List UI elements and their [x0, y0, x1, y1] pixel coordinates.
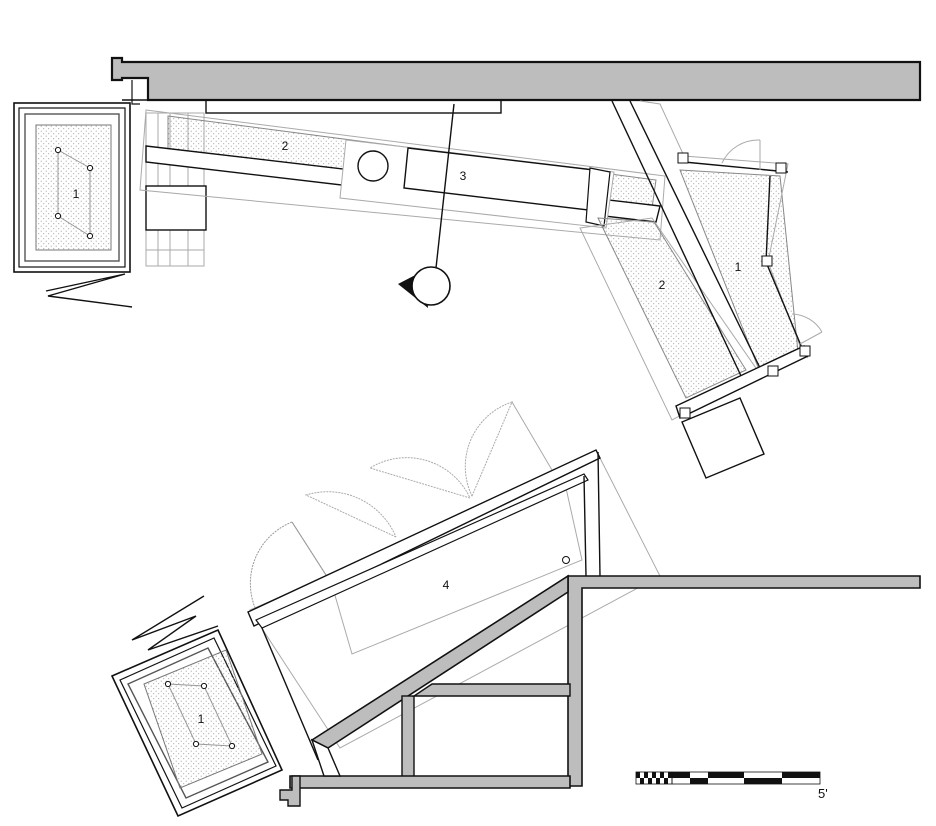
scale-bar: 5' — [635, 771, 828, 801]
cooler-top-left-label: 1 — [73, 187, 80, 201]
hood — [205, 99, 502, 114]
unit-bottom-label: 4 — [443, 578, 450, 592]
side-box — [145, 185, 207, 231]
counter-right-label: 2 — [659, 278, 666, 292]
cooler-lid-zigzag-bottom — [131, 595, 219, 651]
cooler-lid-zigzag-top — [45, 273, 133, 308]
counter-top-label: 2 — [282, 139, 289, 153]
cooler-right: 1 — [611, 100, 823, 419]
cooler-top-left: 1 — [13, 102, 131, 273]
sink-unit: 3 — [339, 139, 615, 229]
scale-bar-label: 5' — [818, 786, 828, 801]
bottom-walls — [279, 574, 921, 807]
sink-label: 3 — [460, 169, 467, 183]
top-wall — [110, 56, 922, 105]
cooler-bottom-left-label: 1 — [198, 712, 205, 726]
cooler-bottom-left: 1 — [110, 628, 284, 818]
pendant-light — [398, 103, 455, 308]
end-box — [681, 397, 765, 479]
cooler-right-label: 1 — [735, 260, 742, 274]
